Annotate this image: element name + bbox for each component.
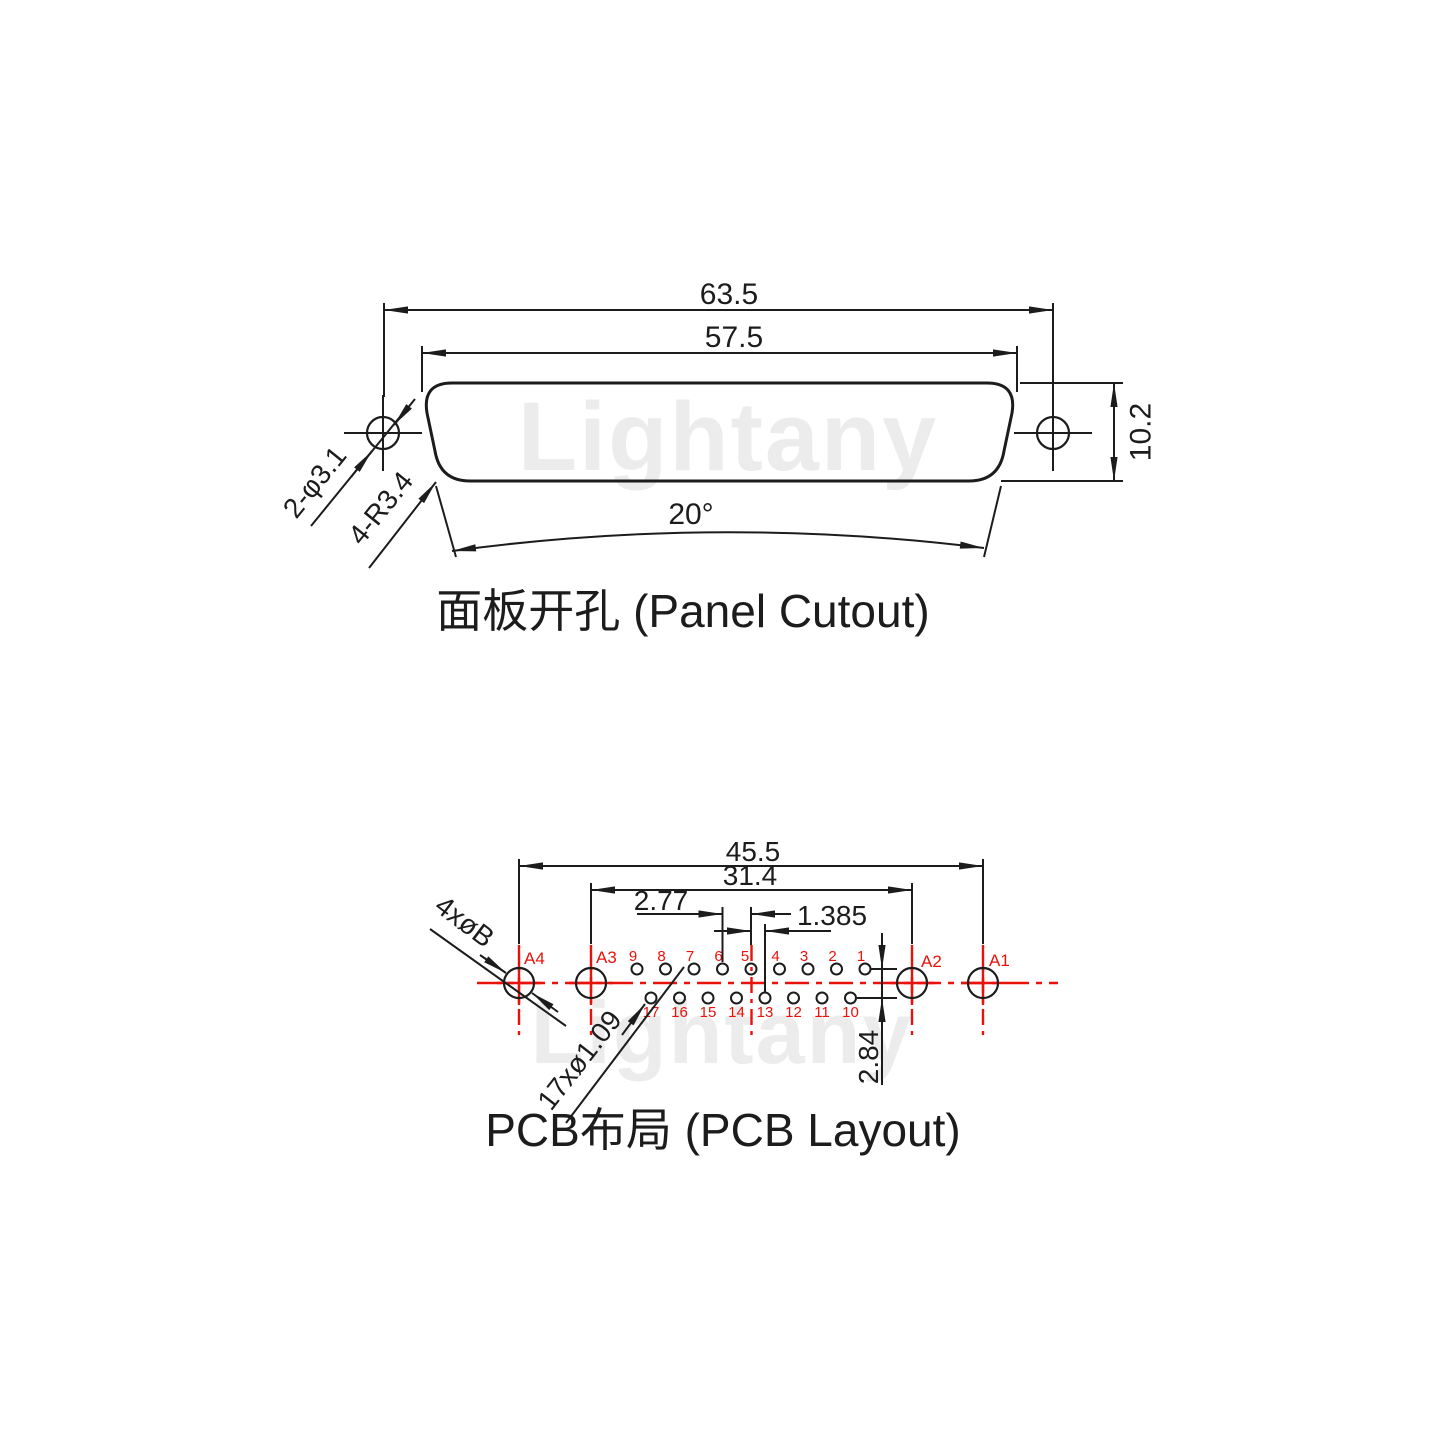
dim-57-5: 57.5 xyxy=(421,321,1018,392)
dim-2-77: 2.77 xyxy=(634,885,791,962)
svg-text:16: 16 xyxy=(671,1004,688,1021)
panel-cutout-shape xyxy=(424,381,1015,483)
mount-hole-right xyxy=(1014,395,1092,471)
pin-holes-bottom-row xyxy=(644,991,857,1005)
dim-20-deg: 20° xyxy=(435,485,1002,558)
hole-a2 xyxy=(895,966,929,1000)
svg-text:2: 2 xyxy=(828,948,836,965)
pin-numbers-bottom: 17 16 15 14 13 12 11 10 xyxy=(643,1004,859,1021)
label-big-holes: 4xøB xyxy=(429,889,500,953)
dim-1-385: 1.385 xyxy=(714,900,867,992)
svg-text:8: 8 xyxy=(657,948,665,965)
svg-text:14: 14 xyxy=(728,1004,745,1021)
hole-a3 xyxy=(574,966,608,1000)
hole-label-a1: A1 xyxy=(989,951,1010,970)
svg-text:5: 5 xyxy=(741,948,749,965)
dim-63-5: 63.5 xyxy=(383,278,1054,397)
watermark-top: Lightany xyxy=(518,382,938,491)
dim-2-84: 2.84 xyxy=(853,933,897,1085)
hole-label-a2: A2 xyxy=(921,952,942,971)
dim-63-5-text: 63.5 xyxy=(700,278,758,311)
watermark-bottom: Lightany xyxy=(531,983,914,1082)
hole-label-a3: A3 xyxy=(596,948,617,967)
svg-text:1: 1 xyxy=(857,948,865,965)
dim-1-385-text: 1.385 xyxy=(797,900,867,931)
pcb-layout-caption: PCB布局 (PCB Layout) xyxy=(485,1104,960,1156)
pin-holes-top-row xyxy=(630,962,872,976)
svg-text:13: 13 xyxy=(757,1004,774,1021)
label-corner-radius: 4-R3.4 xyxy=(342,466,419,551)
dim-45-5-text: 45.5 xyxy=(726,836,781,867)
label-mount-holes: 2-φ3.1 xyxy=(277,440,353,523)
dim-2-77-text: 2.77 xyxy=(634,885,689,916)
dim-31-4-text: 31.4 xyxy=(723,860,778,891)
dim-45-5: 45.5 xyxy=(518,836,984,944)
svg-text:3: 3 xyxy=(800,948,808,965)
dim-2-84-text: 2.84 xyxy=(853,1030,884,1085)
svg-text:6: 6 xyxy=(714,948,722,965)
hole-label-a4: A4 xyxy=(524,949,545,968)
dim-10-2-text: 10.2 xyxy=(1125,403,1158,461)
dim-10-2: 10.2 xyxy=(1001,382,1158,482)
svg-text:15: 15 xyxy=(700,1004,717,1021)
svg-text:11: 11 xyxy=(814,1004,830,1021)
big-holes xyxy=(502,966,1000,1000)
svg-text:12: 12 xyxy=(785,1004,802,1021)
pin-numbers-top: 9 8 7 6 5 4 3 2 1 xyxy=(629,948,865,965)
dim-31-4: 31.4 xyxy=(590,860,913,944)
hole-a1 xyxy=(966,966,1000,1000)
dim-57-5-text: 57.5 xyxy=(705,321,763,354)
svg-text:9: 9 xyxy=(629,948,637,965)
mount-hole-left xyxy=(344,395,422,471)
svg-text:10: 10 xyxy=(842,1004,859,1021)
leader-corner-radius: 4-R3.4 xyxy=(342,466,437,569)
svg-text:7: 7 xyxy=(686,948,694,965)
dim-20-deg-text: 20° xyxy=(668,498,713,531)
svg-text:4: 4 xyxy=(771,948,779,965)
panel-cutout-caption: 面板开孔 (Panel Cutout) xyxy=(436,585,929,637)
